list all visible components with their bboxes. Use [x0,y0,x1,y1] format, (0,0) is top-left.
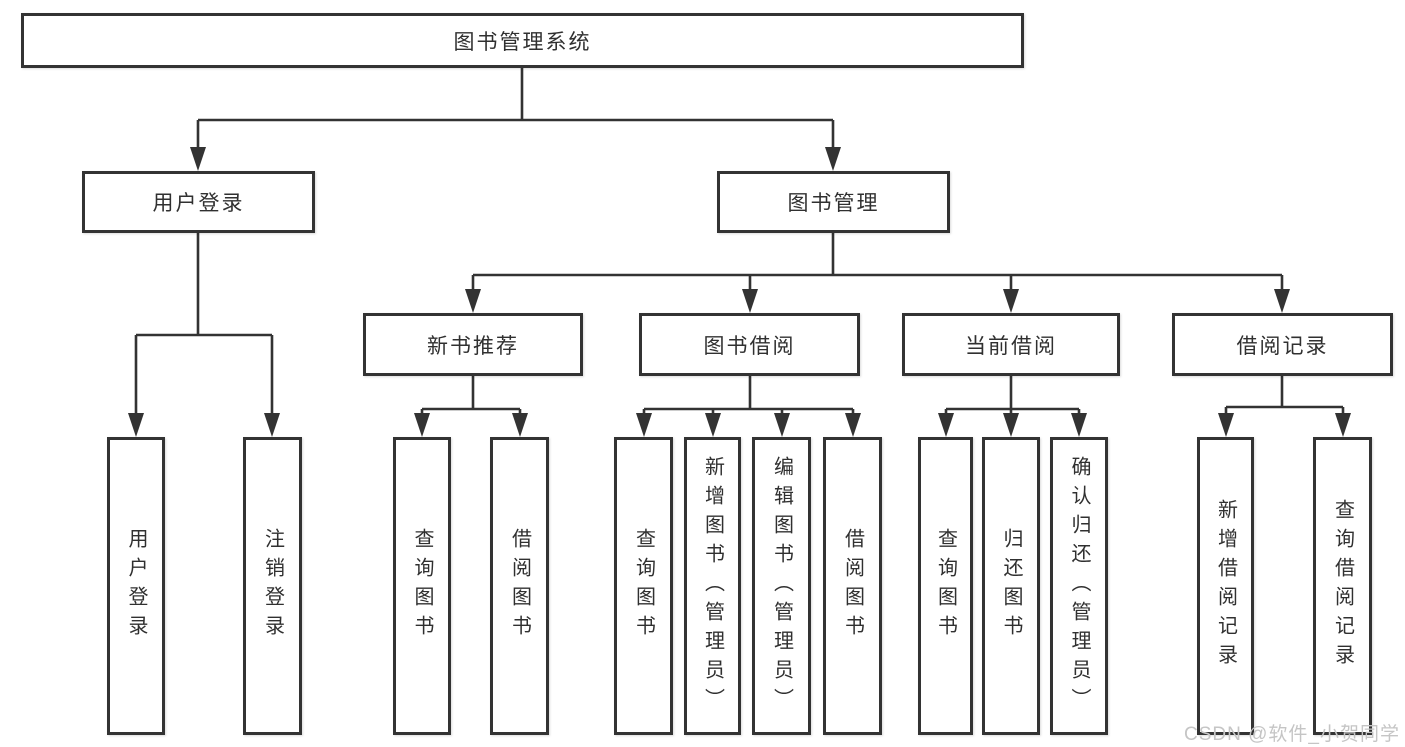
node-user-login: 用户登录 [82,171,315,233]
leaf-logout-label: 注销登录 [261,528,284,644]
leaf-borrow-books: 借阅图书 [823,437,882,735]
node-book-management-label: 图书管理 [787,192,880,215]
leaf-add-book-admin-label: 新增图书（管理员） [701,455,724,717]
leaf-user-login: 用户登录 [107,437,165,735]
leaf-query-books-borrow: 查询图书 [614,437,673,735]
node-root-label: 图书管理系统 [453,30,592,54]
node-user-login-label: 用户登录 [152,192,245,215]
leaf-query-books-recommend: 查询图书 [393,437,451,735]
leaf-query-borrow-record: 查询借阅记录 [1313,437,1372,735]
leaf-edit-book-admin-label: 编辑图书（管理员） [770,455,793,717]
leaf-confirm-return-admin: 确认归还（管理员） [1050,437,1108,735]
node-book-borrow-label: 图书借阅 [703,334,796,358]
leaf-query-borrow-record-label: 查询借阅记录 [1331,499,1354,673]
node-borrow-records: 借阅记录 [1172,313,1393,376]
leaf-borrow-books-recommend-label: 借阅图书 [508,528,531,644]
csdn-watermark: CSDN @软件_小贺同学 [1184,724,1400,745]
leaf-confirm-return-admin-label: 确认归还（管理员） [1068,455,1090,717]
leaf-query-books-borrow-label: 查询图书 [632,528,655,644]
leaf-query-books-current: 查询图书 [918,437,973,735]
leaf-edit-book-admin: 编辑图书（管理员） [752,437,811,735]
leaf-add-borrow-record: 新增借阅记录 [1197,437,1254,735]
leaf-return-books: 归还图书 [982,437,1040,735]
node-current-borrow: 当前借阅 [902,313,1120,376]
node-new-book-recommend: 新书推荐 [363,313,583,376]
node-borrow-records-label: 借阅记录 [1236,334,1329,358]
leaf-borrow-books-recommend: 借阅图书 [490,437,549,735]
leaf-query-books-recommend-label: 查询图书 [411,528,433,644]
leaf-query-books-current-label: 查询图书 [934,528,957,644]
leaf-add-borrow-record-label: 新增借阅记录 [1214,499,1237,673]
leaf-borrow-books-label: 借阅图书 [841,528,864,644]
leaf-add-book-admin: 新增图书（管理员） [684,437,741,735]
node-current-borrow-label: 当前借阅 [965,334,1057,358]
leaf-logout: 注销登录 [243,437,302,735]
node-root: 图书管理系统 [21,13,1024,68]
leaf-user-login-label: 用户登录 [125,528,147,644]
leaf-return-books-label: 归还图书 [1000,528,1022,644]
node-new-book-recommend-label: 新书推荐 [427,334,519,358]
node-book-borrow: 图书借阅 [639,313,860,376]
node-book-management: 图书管理 [717,171,950,233]
